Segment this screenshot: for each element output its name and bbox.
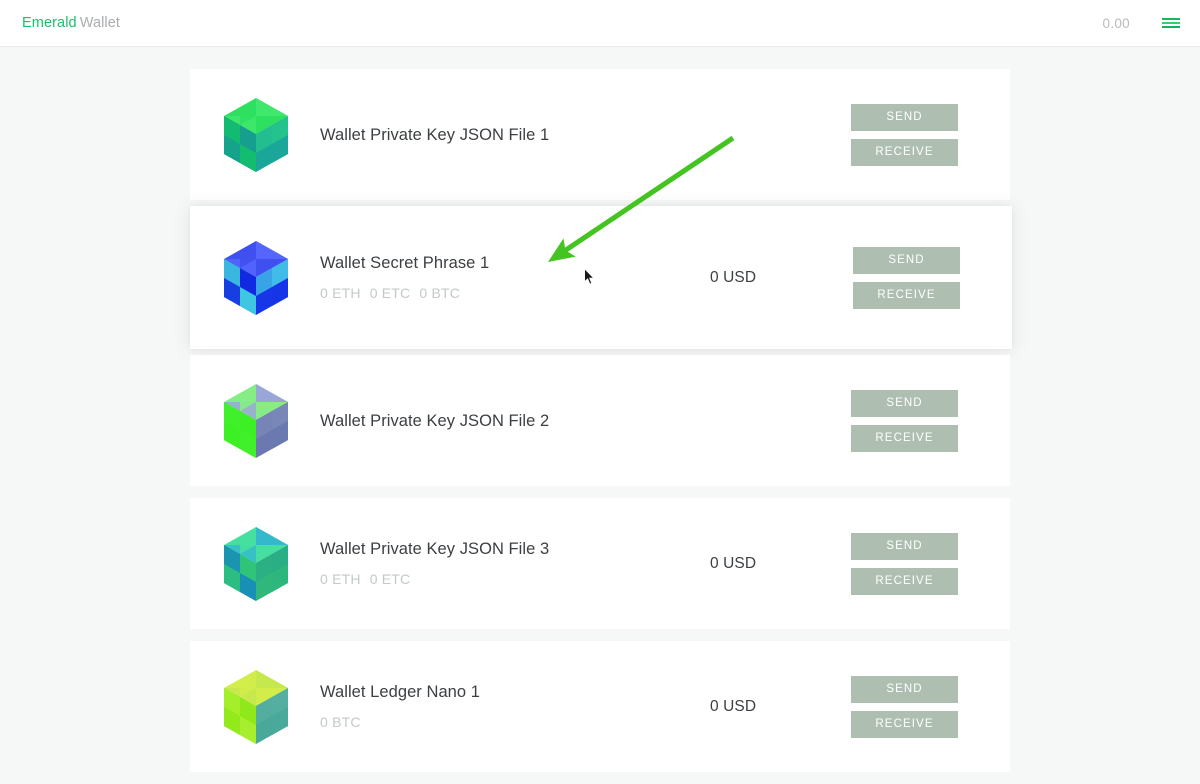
wallet-card-row: Wallet Ledger Nano 1 0 BTC 0 USD SEND RE… bbox=[0, 641, 1200, 772]
receive-button[interactable]: RECEIVE bbox=[851, 138, 958, 166]
wallet-card-row: Wallet Private Key JSON File 1 SEND RECE… bbox=[0, 69, 1200, 200]
wallet-info: Wallet Ledger Nano 1 0 BTC bbox=[320, 682, 710, 731]
wallet-coin-balances: 0 ETH 0 ETC 0 BTC bbox=[320, 285, 710, 302]
wallet-icon bbox=[220, 524, 292, 604]
wallet-card[interactable]: Wallet Private Key JSON File 1 SEND RECE… bbox=[190, 69, 1010, 200]
wallet-icon bbox=[220, 667, 292, 747]
wallet-info: Wallet Private Key JSON File 1 bbox=[320, 125, 710, 145]
coin-balance: 0 ETH bbox=[320, 571, 361, 587]
wallet-title: Wallet Private Key JSON File 3 bbox=[320, 540, 550, 558]
send-button[interactable]: SEND bbox=[851, 675, 958, 703]
wallet-icon bbox=[220, 238, 292, 318]
receive-button[interactable]: RECEIVE bbox=[851, 424, 958, 452]
wallet-cube-identicon bbox=[224, 383, 288, 458]
send-button[interactable]: SEND bbox=[853, 246, 960, 274]
coin-balance: 0 ETH bbox=[320, 285, 361, 301]
wallet-card-row: Wallet Secret Phrase 1 0 ETH 0 ETC 0 BTC 0… bbox=[0, 206, 1200, 349]
menu-line-1 bbox=[1162, 18, 1180, 20]
send-button[interactable]: SEND bbox=[851, 103, 958, 131]
wallet-actions: SEND RECEIVE bbox=[851, 103, 958, 166]
wallet-usd-value: 0 USD bbox=[710, 697, 757, 715]
menu-line-3 bbox=[1162, 26, 1180, 28]
total-balance-value: 0.00 bbox=[1102, 15, 1130, 31]
wallet-usd-value: 0 USD bbox=[710, 554, 757, 572]
wallet-cube-identicon bbox=[224, 240, 288, 315]
header-right-group: 0.00 bbox=[1103, 12, 1182, 34]
coin-balance: 0 BTC bbox=[419, 285, 461, 301]
menu-line-2 bbox=[1162, 22, 1180, 24]
send-button[interactable]: SEND bbox=[851, 389, 958, 417]
wallet-usd-value: 0 USD bbox=[710, 268, 757, 286]
wallet-coin-balances: 0 ETH 0 ETC bbox=[320, 571, 710, 588]
wallet-card-row: Wallet Private Key JSON File 2 SEND RECE… bbox=[0, 355, 1200, 486]
wallet-card[interactable]: Wallet Secret Phrase 1 0 ETH 0 ETC 0 BTC 0… bbox=[190, 206, 1012, 349]
wallet-cube-identicon bbox=[224, 669, 288, 744]
wallet-title: Wallet Ledger Nano 1 bbox=[320, 683, 480, 701]
receive-button[interactable]: RECEIVE bbox=[853, 281, 960, 309]
wallet-icon bbox=[220, 95, 292, 175]
wallet-cube-identicon bbox=[224, 526, 288, 601]
wallet-actions: SEND RECEIVE bbox=[853, 246, 960, 309]
hamburger-menu-icon[interactable] bbox=[1160, 12, 1182, 34]
brand-name-secondary: Wallet bbox=[79, 15, 121, 31]
coin-balance: 0 BTC bbox=[320, 714, 361, 730]
wallet-icon bbox=[220, 381, 292, 461]
wallet-title: Wallet Private Key JSON File 2 bbox=[320, 411, 550, 430]
wallet-list: Wallet Private Key JSON File 1 SEND RECE… bbox=[0, 69, 1200, 784]
wallet-info: Wallet Secret Phrase 1 0 ETH 0 ETC 0 BTC bbox=[320, 253, 710, 302]
coin-balance: 0 ETC bbox=[369, 285, 411, 301]
wallet-actions: SEND RECEIVE bbox=[851, 389, 958, 452]
send-button[interactable]: SEND bbox=[851, 532, 958, 560]
wallet-card[interactable]: Wallet Ledger Nano 1 0 BTC 0 USD SEND RE… bbox=[190, 641, 1010, 772]
wallet-info: Wallet Private Key JSON File 2 bbox=[320, 411, 710, 431]
wallet-coin-balances: 0 BTC bbox=[320, 714, 710, 731]
wallet-title: Wallet Private Key JSON File 1 bbox=[320, 125, 550, 144]
wallet-actions: SEND RECEIVE bbox=[851, 675, 958, 738]
wallet-title: Wallet Secret Phrase 1 bbox=[320, 254, 490, 272]
coin-balance: 0 ETC bbox=[369, 571, 411, 587]
wallet-card[interactable]: Wallet Private Key JSON File 2 SEND RECE… bbox=[190, 355, 1010, 486]
wallet-actions: SEND RECEIVE bbox=[851, 532, 958, 595]
brand-name-primary: Emerald bbox=[22, 15, 77, 31]
receive-button[interactable]: RECEIVE bbox=[851, 567, 958, 595]
wallet-cube-identicon bbox=[224, 97, 288, 172]
receive-button[interactable]: RECEIVE bbox=[851, 710, 958, 738]
